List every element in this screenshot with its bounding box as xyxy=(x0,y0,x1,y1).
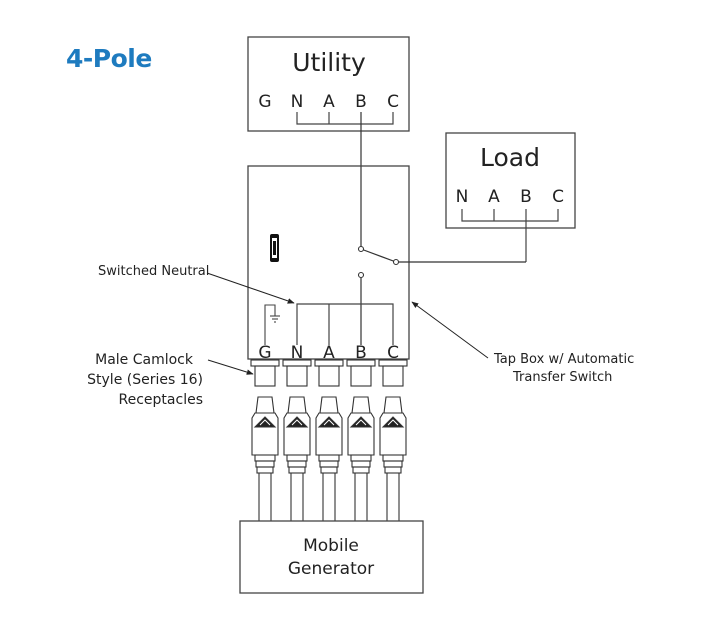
diagram-title: 4-Pole xyxy=(66,44,152,73)
tapbox-terminal-g: G xyxy=(258,343,271,363)
mobile-generator-box: Mobile Generator xyxy=(239,520,424,594)
switch-contact-common xyxy=(392,258,400,266)
utility-bus xyxy=(296,112,394,125)
load-terminal-c: C xyxy=(552,187,564,207)
plug-body xyxy=(347,412,375,456)
load-terminal-a: A xyxy=(488,187,500,207)
load-box: Load N A B C xyxy=(445,132,576,262)
plug-latch-detail xyxy=(355,419,367,426)
plug-tip xyxy=(351,396,371,414)
plug-rib xyxy=(384,466,402,474)
utility-terminal-g: G xyxy=(258,92,271,112)
plug-latch-icon xyxy=(285,416,309,428)
plug-rib xyxy=(254,454,276,462)
tapbox-terminal-c: C xyxy=(387,343,399,363)
plug-rib xyxy=(319,460,339,468)
switched-neutral-label: Switched Neutral xyxy=(98,264,209,279)
plug-rib xyxy=(318,454,340,462)
camlock-arrow xyxy=(207,359,254,375)
tapbox-arrow xyxy=(411,301,489,359)
receptacle-body xyxy=(318,365,340,387)
plug-latch-icon xyxy=(253,416,277,428)
plug-rib xyxy=(383,460,403,468)
plug-rib xyxy=(320,466,338,474)
camlock-label-line3: Receptacles xyxy=(119,392,203,408)
annotation-switched-neutral: Switched Neutral xyxy=(98,264,295,304)
generator-label-line2: Generator xyxy=(288,559,374,579)
plug-latch-icon xyxy=(349,416,373,428)
plug-rib xyxy=(255,460,275,468)
receptacle-body xyxy=(382,365,404,387)
connector-c xyxy=(378,359,408,521)
switched-neutral-arrow xyxy=(206,272,295,304)
plug-rib xyxy=(350,454,372,462)
camlock-connectors xyxy=(250,359,408,521)
transfer-switch-blade xyxy=(360,248,397,263)
camlock-label-line1: Male Camlock xyxy=(95,352,194,368)
receptacle-body xyxy=(286,365,308,387)
plug-rib xyxy=(382,454,404,462)
annotation-camlock: Male Camlock Style (Series 16) Receptacl… xyxy=(87,352,254,408)
plug-latch-detail xyxy=(259,419,271,426)
plug-tip xyxy=(383,396,403,414)
plug-body xyxy=(379,412,407,456)
connector-g xyxy=(250,359,280,521)
utility-box: Utility G N A B C xyxy=(247,36,410,132)
plug-tip xyxy=(319,396,339,414)
camlock-label-line2: Style (Series 16) xyxy=(87,372,203,388)
utility-label: Utility xyxy=(292,48,366,77)
plug-latch-detail xyxy=(387,419,399,426)
plug-body xyxy=(283,412,311,456)
load-label: Load xyxy=(480,143,540,172)
connector-n xyxy=(282,359,312,521)
plug-rib xyxy=(351,460,371,468)
receptacle-body xyxy=(254,365,276,387)
receptacle-body xyxy=(350,365,372,387)
plug-rib xyxy=(287,460,307,468)
generator-label-line1: Mobile xyxy=(303,536,359,556)
plug-latch-icon xyxy=(381,416,405,428)
plug-tip xyxy=(287,396,307,414)
plug-rib xyxy=(288,466,306,474)
tapbox-terminal-b: B xyxy=(355,343,367,363)
plug-tip xyxy=(255,396,275,414)
plug-rib xyxy=(256,466,274,474)
tapbox-label-line1: Tap Box w/ Automatic xyxy=(493,352,634,367)
tap-box: G N A B C xyxy=(247,165,526,363)
tapbox-label-line2: Transfer Switch xyxy=(512,370,612,385)
tapbox-terminal-n: N xyxy=(291,343,304,363)
switch-contact-generator xyxy=(357,271,365,279)
connector-a xyxy=(314,359,344,521)
control-module-icon xyxy=(270,234,279,262)
load-terminal-n: N xyxy=(456,187,469,207)
plug-latch-icon xyxy=(317,416,341,428)
plug-body xyxy=(251,412,279,456)
load-terminal-b: B xyxy=(520,187,532,207)
connector-b xyxy=(346,359,376,521)
utility-terminal-a: A xyxy=(323,92,335,112)
ground-icon xyxy=(264,304,280,345)
utility-terminal-b: B xyxy=(355,92,367,112)
plug-latch-detail xyxy=(291,419,303,426)
annotation-tap-box: Tap Box w/ Automatic Transfer Switch xyxy=(411,301,634,385)
plug-rib xyxy=(286,454,308,462)
tap-box-bus xyxy=(296,303,394,345)
plug-latch-detail xyxy=(323,419,335,426)
plug-rib xyxy=(352,466,370,474)
tapbox-terminal-a: A xyxy=(323,343,335,363)
load-bus xyxy=(461,209,559,262)
utility-terminal-n: N xyxy=(291,92,304,112)
utility-terminal-c: C xyxy=(387,92,399,112)
plug-body xyxy=(315,412,343,456)
switch-contact-utility xyxy=(357,245,365,253)
